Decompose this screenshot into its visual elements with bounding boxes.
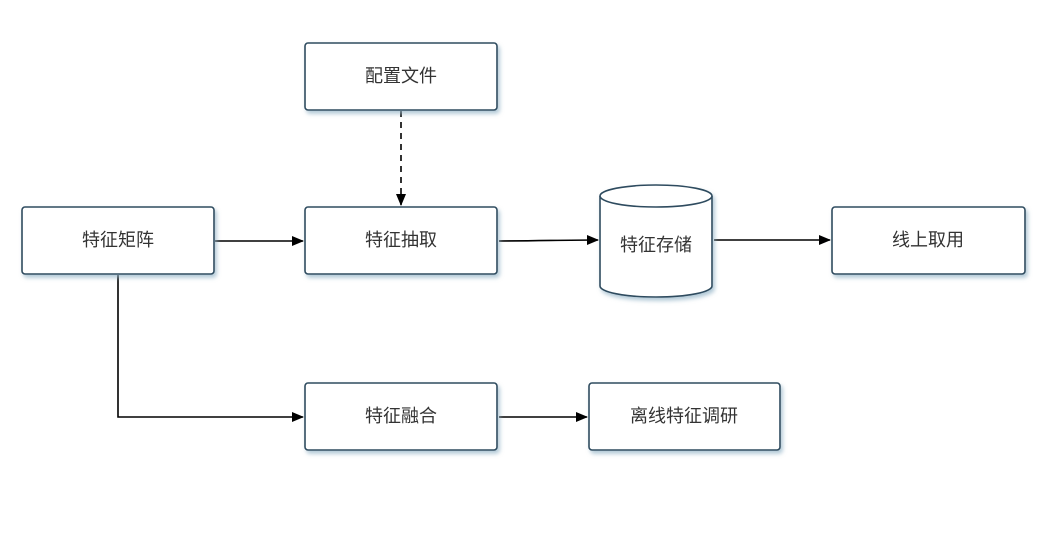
node-feature-extraction-label: 特征抽取 bbox=[365, 230, 437, 251]
node-config-file-label: 配置文件 bbox=[365, 66, 437, 87]
node-feature-matrix[interactable] bbox=[21, 206, 215, 275]
node-config-file[interactable] bbox=[304, 42, 498, 111]
node-feature-extraction[interactable] bbox=[304, 206, 498, 275]
edge-matrix-to-fusion bbox=[117, 275, 304, 422]
node-feature-matrix-label: 特征矩阵 bbox=[82, 230, 154, 251]
edges bbox=[117, 111, 831, 422]
node-feature-fusion-label: 特征融合 bbox=[365, 406, 437, 427]
node-offline-research-label: 离线特征调研 bbox=[630, 406, 738, 427]
edge-extraction-to-storage bbox=[498, 235, 599, 246]
node-feature-storage-label: 特征存储 bbox=[620, 235, 692, 256]
node-feature-storage[interactable] bbox=[599, 184, 713, 298]
node-online-fetch[interactable] bbox=[831, 206, 1026, 275]
node-feature-fusion[interactable] bbox=[304, 382, 498, 451]
node-online-fetch-label: 线上取用 bbox=[892, 230, 964, 251]
node-offline-research[interactable] bbox=[588, 382, 781, 451]
